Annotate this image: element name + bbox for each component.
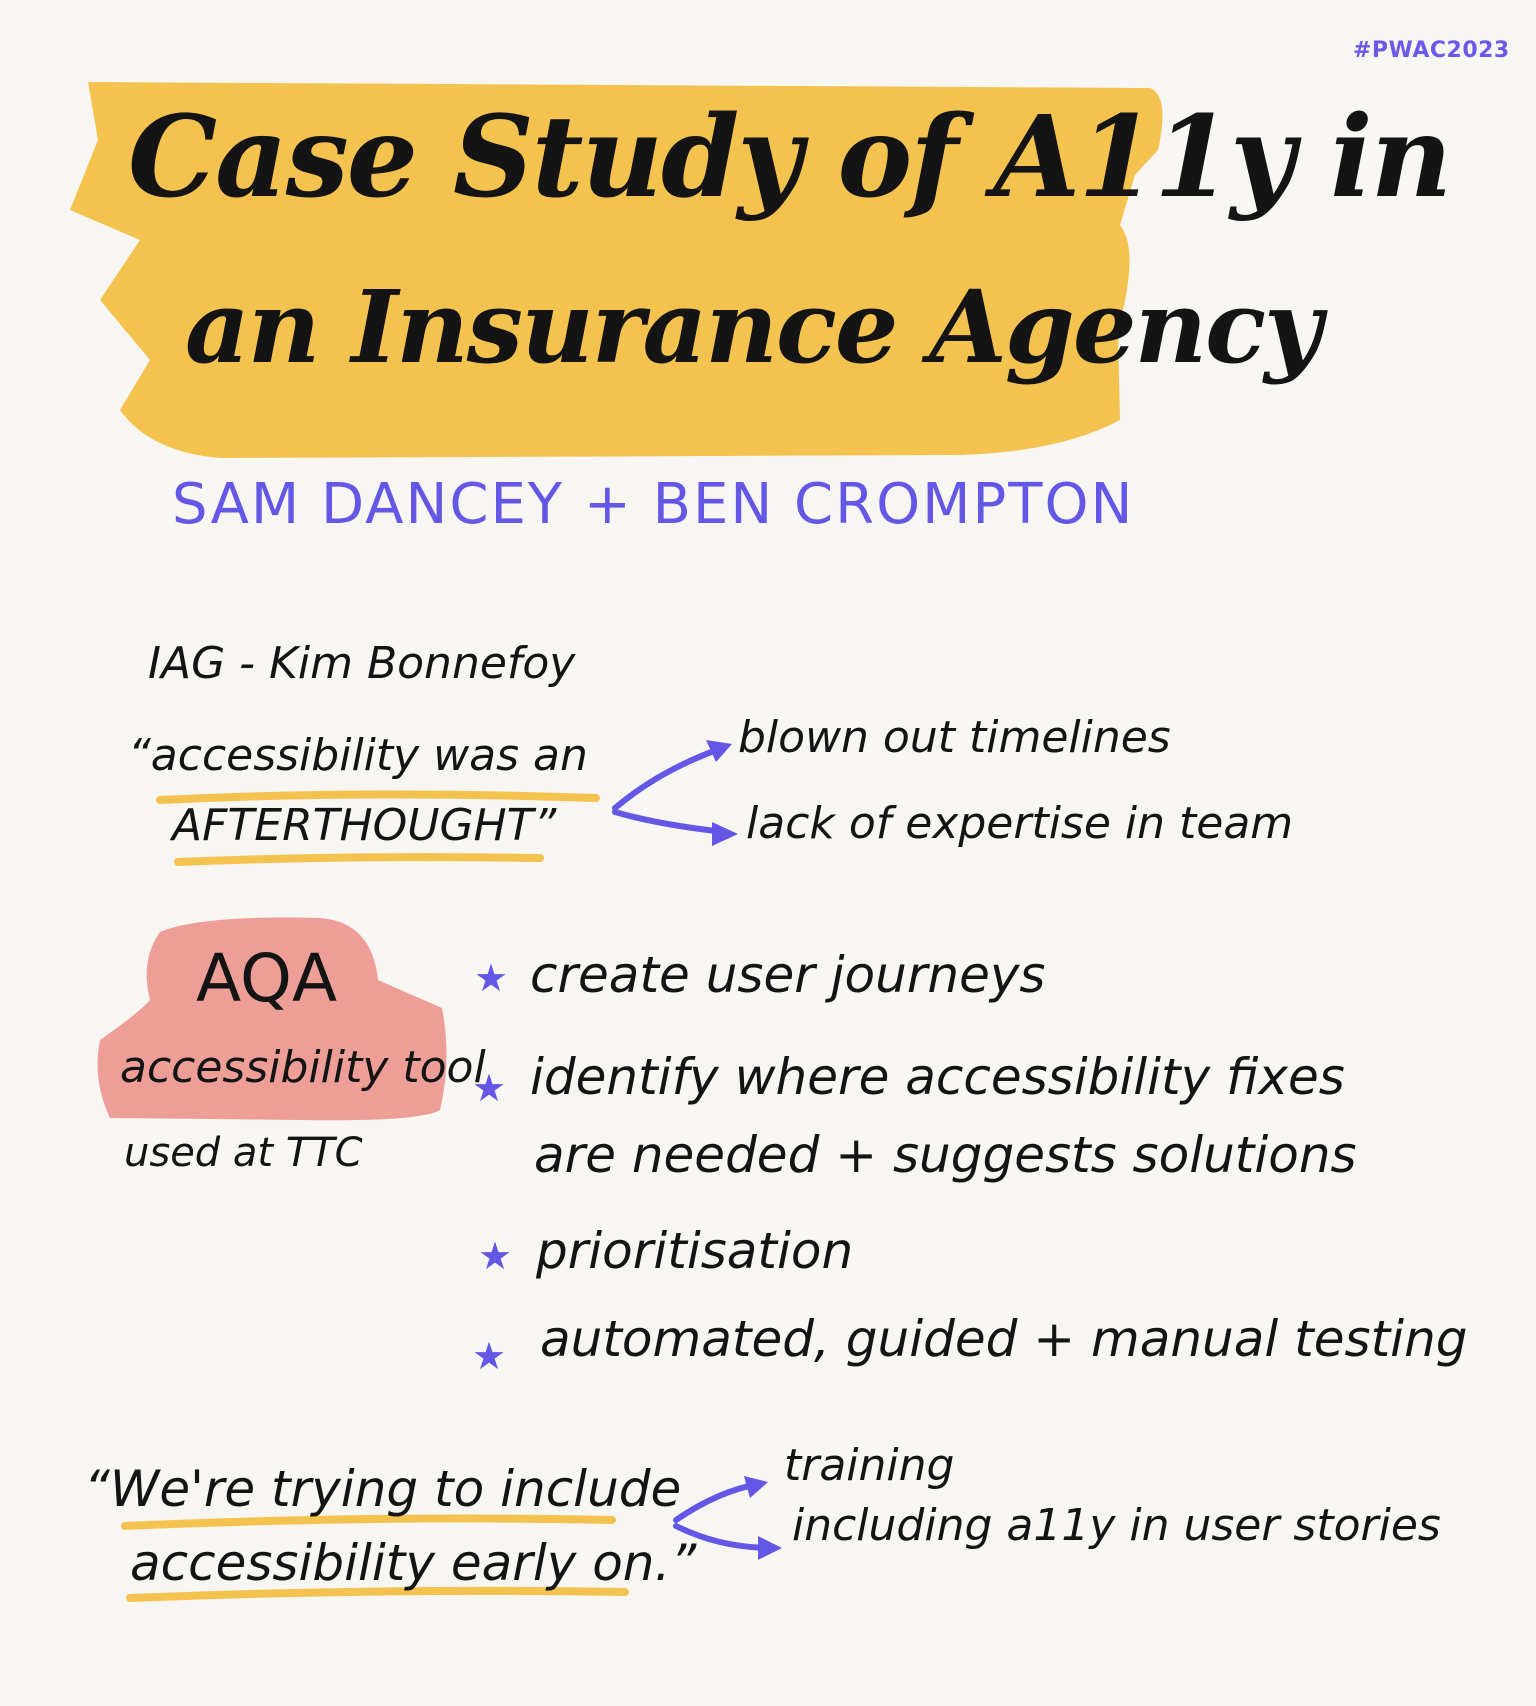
arrowhead-user-stories bbox=[758, 1536, 782, 1560]
event-hashtag: #PWAC2023 bbox=[1353, 38, 1510, 63]
star-bullet-icon: ★ bbox=[478, 1234, 513, 1278]
quote2-underline-1 bbox=[121, 1514, 616, 1530]
consequence-expertise: lack of expertise in team bbox=[746, 798, 1294, 849]
page-title-line-1: Case Study of A11y in bbox=[128, 92, 1452, 223]
quote2-underline-2 bbox=[126, 1586, 629, 1602]
title-highlight bbox=[70, 82, 1163, 458]
early-quote-line-1: “We're trying to include bbox=[84, 1460, 682, 1518]
aqa-subtitle: accessibility tool bbox=[120, 1042, 486, 1093]
speaker-names: SAM DANCEY + BEN CROMPTON bbox=[172, 472, 1135, 537]
aqa-used-at: used at TTC bbox=[124, 1130, 363, 1176]
action-user-stories: including a11y in user stories bbox=[792, 1500, 1441, 1551]
early-quote-line-2: accessibility early on.” bbox=[130, 1534, 697, 1592]
arrow-timelines bbox=[612, 745, 725, 811]
quote1-underline-1 bbox=[156, 790, 600, 804]
arrowhead-expertise bbox=[712, 822, 738, 846]
star-bullet-icon: ★ bbox=[472, 1066, 507, 1110]
quote1-underline-2 bbox=[174, 853, 544, 866]
iag-quote-line-1: “accessibility was an bbox=[128, 730, 588, 781]
arrowhead-timelines bbox=[706, 740, 732, 762]
page-title-line-2: an Insurance Agency bbox=[185, 268, 1322, 386]
aqa-title: AQA bbox=[196, 940, 338, 1017]
aqa-bullet-3: prioritisation bbox=[536, 1222, 854, 1280]
arrowhead-training bbox=[744, 1476, 768, 1498]
iag-quote-line-2: AFTERTHOUGHT” bbox=[172, 800, 557, 851]
aqa-bullet-1: create user journeys bbox=[530, 946, 1046, 1004]
aqa-bullet-2-line-1: identify where accessibility fixes bbox=[530, 1048, 1345, 1106]
consequence-timelines: blown out timelines bbox=[738, 712, 1171, 763]
star-bullet-icon: ★ bbox=[472, 1334, 507, 1378]
star-bullet-icon: ★ bbox=[474, 956, 509, 1000]
arrow-training bbox=[673, 1481, 763, 1523]
arrow-expertise bbox=[612, 809, 728, 835]
aqa-bullet-4: automated, guided + manual testing bbox=[540, 1310, 1468, 1368]
aqa-highlight bbox=[97, 917, 447, 1121]
iag-heading: IAG - Kim Bonnefoy bbox=[148, 638, 576, 689]
aqa-bullet-2-line-2: are needed + suggests solutions bbox=[534, 1126, 1357, 1184]
action-training: training bbox=[784, 1440, 955, 1491]
